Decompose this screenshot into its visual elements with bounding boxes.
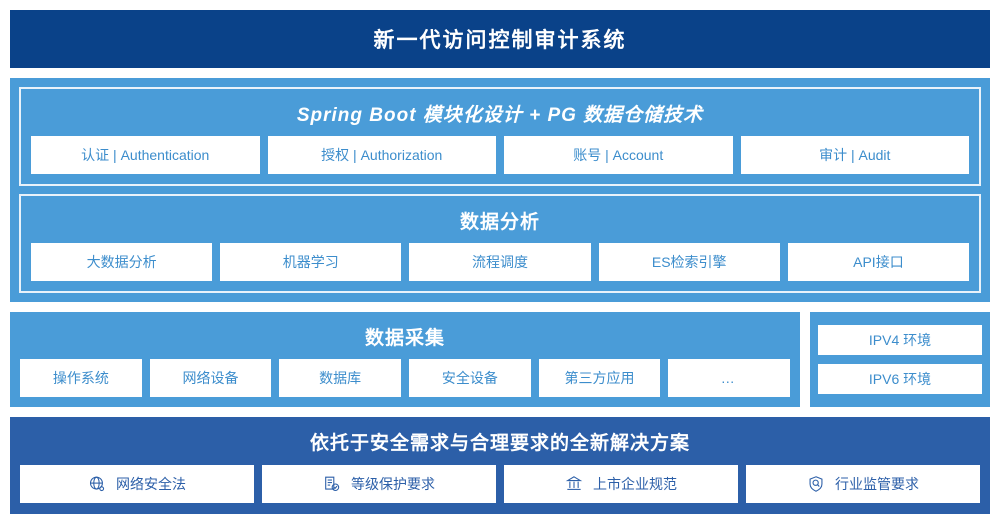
card-label: 等级保护要求	[351, 476, 435, 492]
env-card-ipv6[interactable]: IPV6 环境	[818, 364, 982, 394]
group-data-analysis: 数据分析 大数据分析 机器学习 流程调度 ES检索引擎 API接口	[19, 194, 981, 293]
card-row-data-analysis: 大数据分析 机器学习 流程调度 ES检索引擎 API接口	[31, 243, 970, 281]
collection-row: 数据采集 操作系统 网络设备 数据库 安全设备 第三方应用 … IPV4 环境 …	[10, 312, 990, 407]
card-database[interactable]: 数据库	[279, 359, 402, 397]
card-third-party-app[interactable]: 第三方应用	[538, 359, 661, 397]
card-industry-regulation[interactable]: 行业监管要求	[746, 465, 980, 503]
card-listed-enterprise-standard[interactable]: 上市企业规范	[504, 465, 738, 503]
platform-panel: Spring Boot 模块化设计 + PG 数据仓储技术 认证 | Authe…	[10, 78, 990, 302]
card-authentication[interactable]: 认证 | Authentication	[31, 136, 260, 174]
environment-panel: IPV4 环境 IPV6 环境	[810, 312, 990, 407]
solution-title: 依托于安全需求与合理要求的全新解决方案	[309, 433, 690, 454]
card-process-scheduling[interactable]: 流程调度	[409, 243, 591, 281]
document-check-icon	[323, 475, 341, 493]
card-network-device[interactable]: 网络设备	[149, 359, 272, 397]
bank-icon	[565, 475, 583, 493]
card-label: 上市企业规范	[593, 476, 677, 492]
card-audit[interactable]: 审计 | Audit	[740, 136, 969, 174]
card-account[interactable]: 账号 | Account	[504, 136, 733, 174]
env-card-ipv4[interactable]: IPV4 环境	[818, 325, 982, 355]
page-title: 新一代访问控制审计系统	[373, 29, 627, 52]
card-security-device[interactable]: 安全设备	[409, 359, 531, 397]
group-title-spring-boot: Spring Boot 模块化设计 + PG 数据仓储技术	[296, 105, 704, 126]
card-es-search-engine[interactable]: ES检索引擎	[598, 243, 780, 281]
header-bar: 新一代访问控制审计系统	[10, 10, 990, 68]
card-cybersecurity-law[interactable]: 网络安全法	[20, 465, 254, 503]
card-row-solution: 网络安全法 等级保护要求	[20, 465, 980, 503]
card-machine-learning[interactable]: 机器学习	[220, 243, 402, 281]
card-row-data-collection: 操作系统 网络设备 数据库 安全设备 第三方应用 …	[20, 359, 791, 397]
group-spring-boot: Spring Boot 模块化设计 + PG 数据仓储技术 认证 | Authe…	[19, 87, 981, 186]
data-collection-panel: 数据采集 操作系统 网络设备 数据库 安全设备 第三方应用 …	[10, 312, 800, 407]
globe-icon	[88, 475, 106, 493]
card-classified-protection[interactable]: 等级保护要求	[262, 465, 496, 503]
group-title-data-collection: 数据采集	[364, 328, 445, 349]
card-authorization[interactable]: 授权 | Authorization	[267, 136, 496, 174]
group-title-data-analysis: 数据分析	[459, 212, 540, 233]
card-row-spring-boot: 认证 | Authentication 授权 | Authorization 账…	[31, 136, 969, 174]
solution-panel: 依托于安全需求与合理要求的全新解决方案 网络安全法	[10, 417, 990, 514]
card-label: 网络安全法	[116, 476, 186, 492]
card-operating-system[interactable]: 操作系统	[20, 359, 142, 397]
card-label: 行业监管要求	[835, 476, 919, 492]
card-more[interactable]: …	[668, 359, 791, 397]
shield-search-icon	[807, 475, 825, 493]
card-big-data-analysis[interactable]: 大数据分析	[31, 243, 213, 281]
card-api-interface[interactable]: API接口	[787, 243, 970, 281]
